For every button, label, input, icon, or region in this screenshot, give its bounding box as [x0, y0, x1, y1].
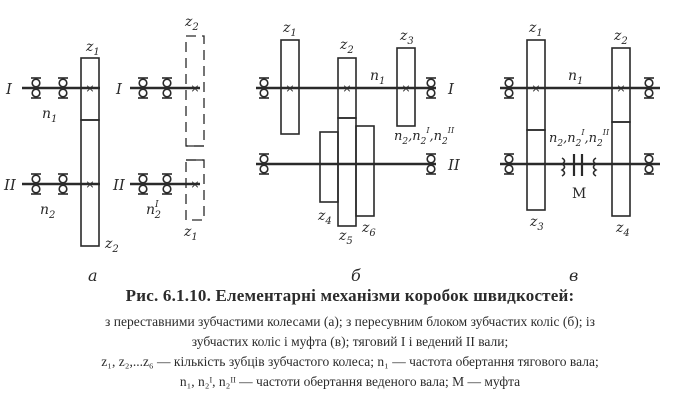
cross-mark: × [190, 178, 199, 191]
gear-z1 [280, 39, 300, 135]
label-z2: z2 [339, 37, 354, 56]
cross-mark: × [190, 82, 199, 95]
label-z2: z2 [104, 236, 119, 255]
label-z3: z3 [399, 28, 414, 47]
label-n1: n1 [568, 68, 583, 87]
label-n1: n1 [370, 68, 385, 87]
label-z4: z4 [615, 220, 630, 239]
label-z1: z1 [528, 20, 543, 39]
label-z6: z6 [361, 220, 376, 239]
label-z1: z1 [85, 39, 100, 58]
label-z5: z5 [338, 228, 353, 247]
label-z2: z2 [613, 28, 628, 47]
figure-caption-line: з переставними зубчастими колесами (а); … [105, 314, 595, 329]
gear-z4 [319, 131, 339, 203]
label-n2: n2 [40, 202, 55, 221]
label-z2: z2 [184, 14, 199, 33]
figure-caption-line: n₁, n₂ᴵ, n₂ᴵᴵ — частоти обертання ведено… [179, 374, 521, 389]
cross-mark: × [85, 82, 94, 95]
label-n-group: n2,n2I,n2II [394, 126, 455, 147]
shaft-ii-label: II [3, 176, 17, 194]
shaft-ii-label: II [112, 176, 126, 194]
label-z1: z1 [282, 20, 297, 39]
scheme-b: × × × I II z1 z2 z3 n1 n2,n2I,n2II z4 z5… [256, 20, 461, 285]
figure-caption-title: Рис. 6.1.10. Елементарні механізми короб… [125, 286, 575, 305]
gear-z3 [526, 129, 546, 211]
part-label-b: б [351, 266, 361, 285]
shaft-ii-label: II [447, 156, 461, 174]
cross-mark: × [85, 178, 94, 191]
shaft-i-label: I [447, 80, 455, 98]
gear-z5 [337, 117, 357, 227]
shaft-i-label: I [115, 80, 123, 98]
label-z4: z4 [317, 208, 332, 227]
figure-caption-line: z₁, z₂,...z₆ — кількість зубців зубчасто… [101, 354, 599, 369]
label-z3: z3 [529, 214, 544, 233]
clutch-right-icon [592, 157, 598, 177]
label-n-group: n2,n2I,n2II [549, 128, 610, 149]
cross-mark: × [616, 82, 625, 95]
part-label-c: в [569, 266, 578, 285]
cross-mark: × [285, 82, 294, 95]
label-n1: n1 [42, 106, 57, 125]
part-label-a: а [88, 266, 98, 285]
label-z1: z1 [183, 224, 198, 243]
gear-z2 [80, 119, 100, 247]
clutch-label: M [572, 186, 586, 202]
gear-z4 [611, 121, 631, 217]
scheme-c: × × M z1 z2 z3 z4 n1 n2,n2I,n2II в [500, 20, 660, 285]
gear-z6 [355, 125, 375, 217]
cross-mark: × [401, 82, 410, 95]
figure-caption-line: зубчастих коліс і муфта (в); тяговий I і… [191, 334, 509, 349]
cross-mark: × [531, 82, 540, 95]
clutch-left-icon [560, 157, 566, 177]
gear-z3 [396, 47, 416, 127]
shaft-i-label: I [5, 80, 13, 98]
cross-mark: × [342, 82, 351, 95]
